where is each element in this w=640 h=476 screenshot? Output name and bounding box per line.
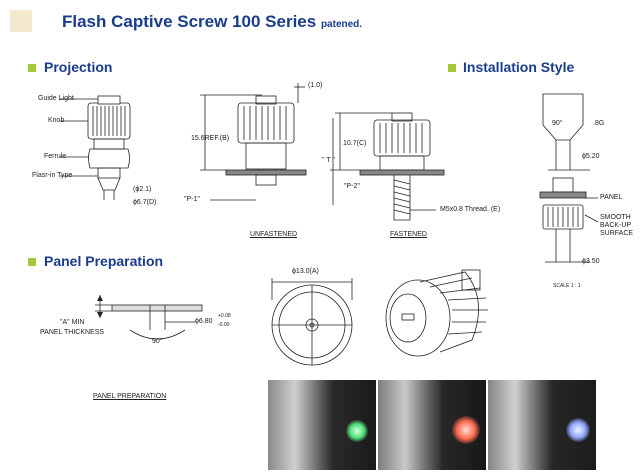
diameter-2-1-label: (ϕ2.1) [133, 186, 152, 193]
blue-led-glow [566, 418, 590, 442]
installation-heading: Installation Style [463, 59, 575, 75]
diameter-6-7-label: ϕ6.7(D) [133, 199, 157, 206]
panel-label: PANEL [600, 194, 623, 201]
projection-screw-drawing [60, 95, 131, 200]
dim-10-7-label: 10.7(C) [343, 140, 367, 147]
a-min-label: "A" MIN [60, 319, 85, 326]
page-title: Flash Captive Screw 100 Series patened. [62, 12, 363, 31]
unfastened-drawing [200, 83, 307, 201]
projection-bullet [28, 64, 36, 72]
tolerance-plus-label: +0.08 [218, 313, 231, 319]
panel-ninety-label: 90° [152, 338, 163, 345]
red-led-glow [452, 416, 480, 444]
panel-thickness-label: PANEL THICKNESS [40, 329, 105, 336]
guide-light-label: Guide Light [38, 95, 74, 102]
smooth-label: SMOOTH [600, 214, 631, 221]
ferrule-label: Ferrule [44, 153, 67, 160]
diameter-3-50-label: ϕ3.50 [582, 258, 600, 265]
projection-heading: Projection [44, 59, 113, 75]
diameter-5-20-label: ϕ5.20 [582, 153, 600, 160]
top-view-drawing [271, 278, 353, 366]
installation-bullet [448, 64, 456, 72]
unfastened-caption: UNFASTENED [250, 231, 298, 238]
scale-label: SCALE 1 : 1 [553, 283, 581, 289]
header-logo-square [10, 10, 32, 32]
ref-1-0-label: (1.0) [308, 82, 323, 89]
dim-8g-label: .8G [593, 120, 605, 127]
red-led-photo [378, 380, 486, 470]
blue-led-photo [488, 380, 596, 470]
panel-prep-heading: Panel Preparation [44, 253, 164, 269]
p1-label: "P-1" [184, 196, 200, 203]
p2-label: "P-2" [344, 183, 360, 190]
panel-prep-bullet [28, 258, 36, 266]
green-led-glow [346, 420, 368, 442]
tolerance-minus-label: -0.00 [218, 322, 230, 328]
green-led-photo [268, 380, 376, 470]
fastened-caption: FASTENED [390, 231, 427, 238]
t-label: " T " [322, 157, 335, 164]
backup-label: BACK-UP [600, 222, 632, 229]
knob-label: Knob [48, 117, 65, 124]
installation-drawing [539, 93, 599, 263]
ref-15-6-label: 15.6REF.(B) [191, 135, 230, 142]
panel-prep-drawing [95, 295, 203, 340]
surface-label: SURFACE [600, 230, 634, 237]
thread-label: M5x0.8 Thread. (E) [440, 206, 501, 213]
diameter-6-80-label: ϕ6.80 [195, 318, 213, 325]
fastened-drawing [330, 112, 445, 221]
isometric-view-drawing [385, 269, 488, 357]
diameter-13-0-label: ϕ13.0(A) [292, 268, 319, 275]
panel-preparation-caption: PANEL PREPARATION [93, 393, 167, 400]
flasr-in-type-label: Flasr-in Type [32, 172, 73, 179]
ninety-degree-label: 90° [552, 120, 563, 127]
